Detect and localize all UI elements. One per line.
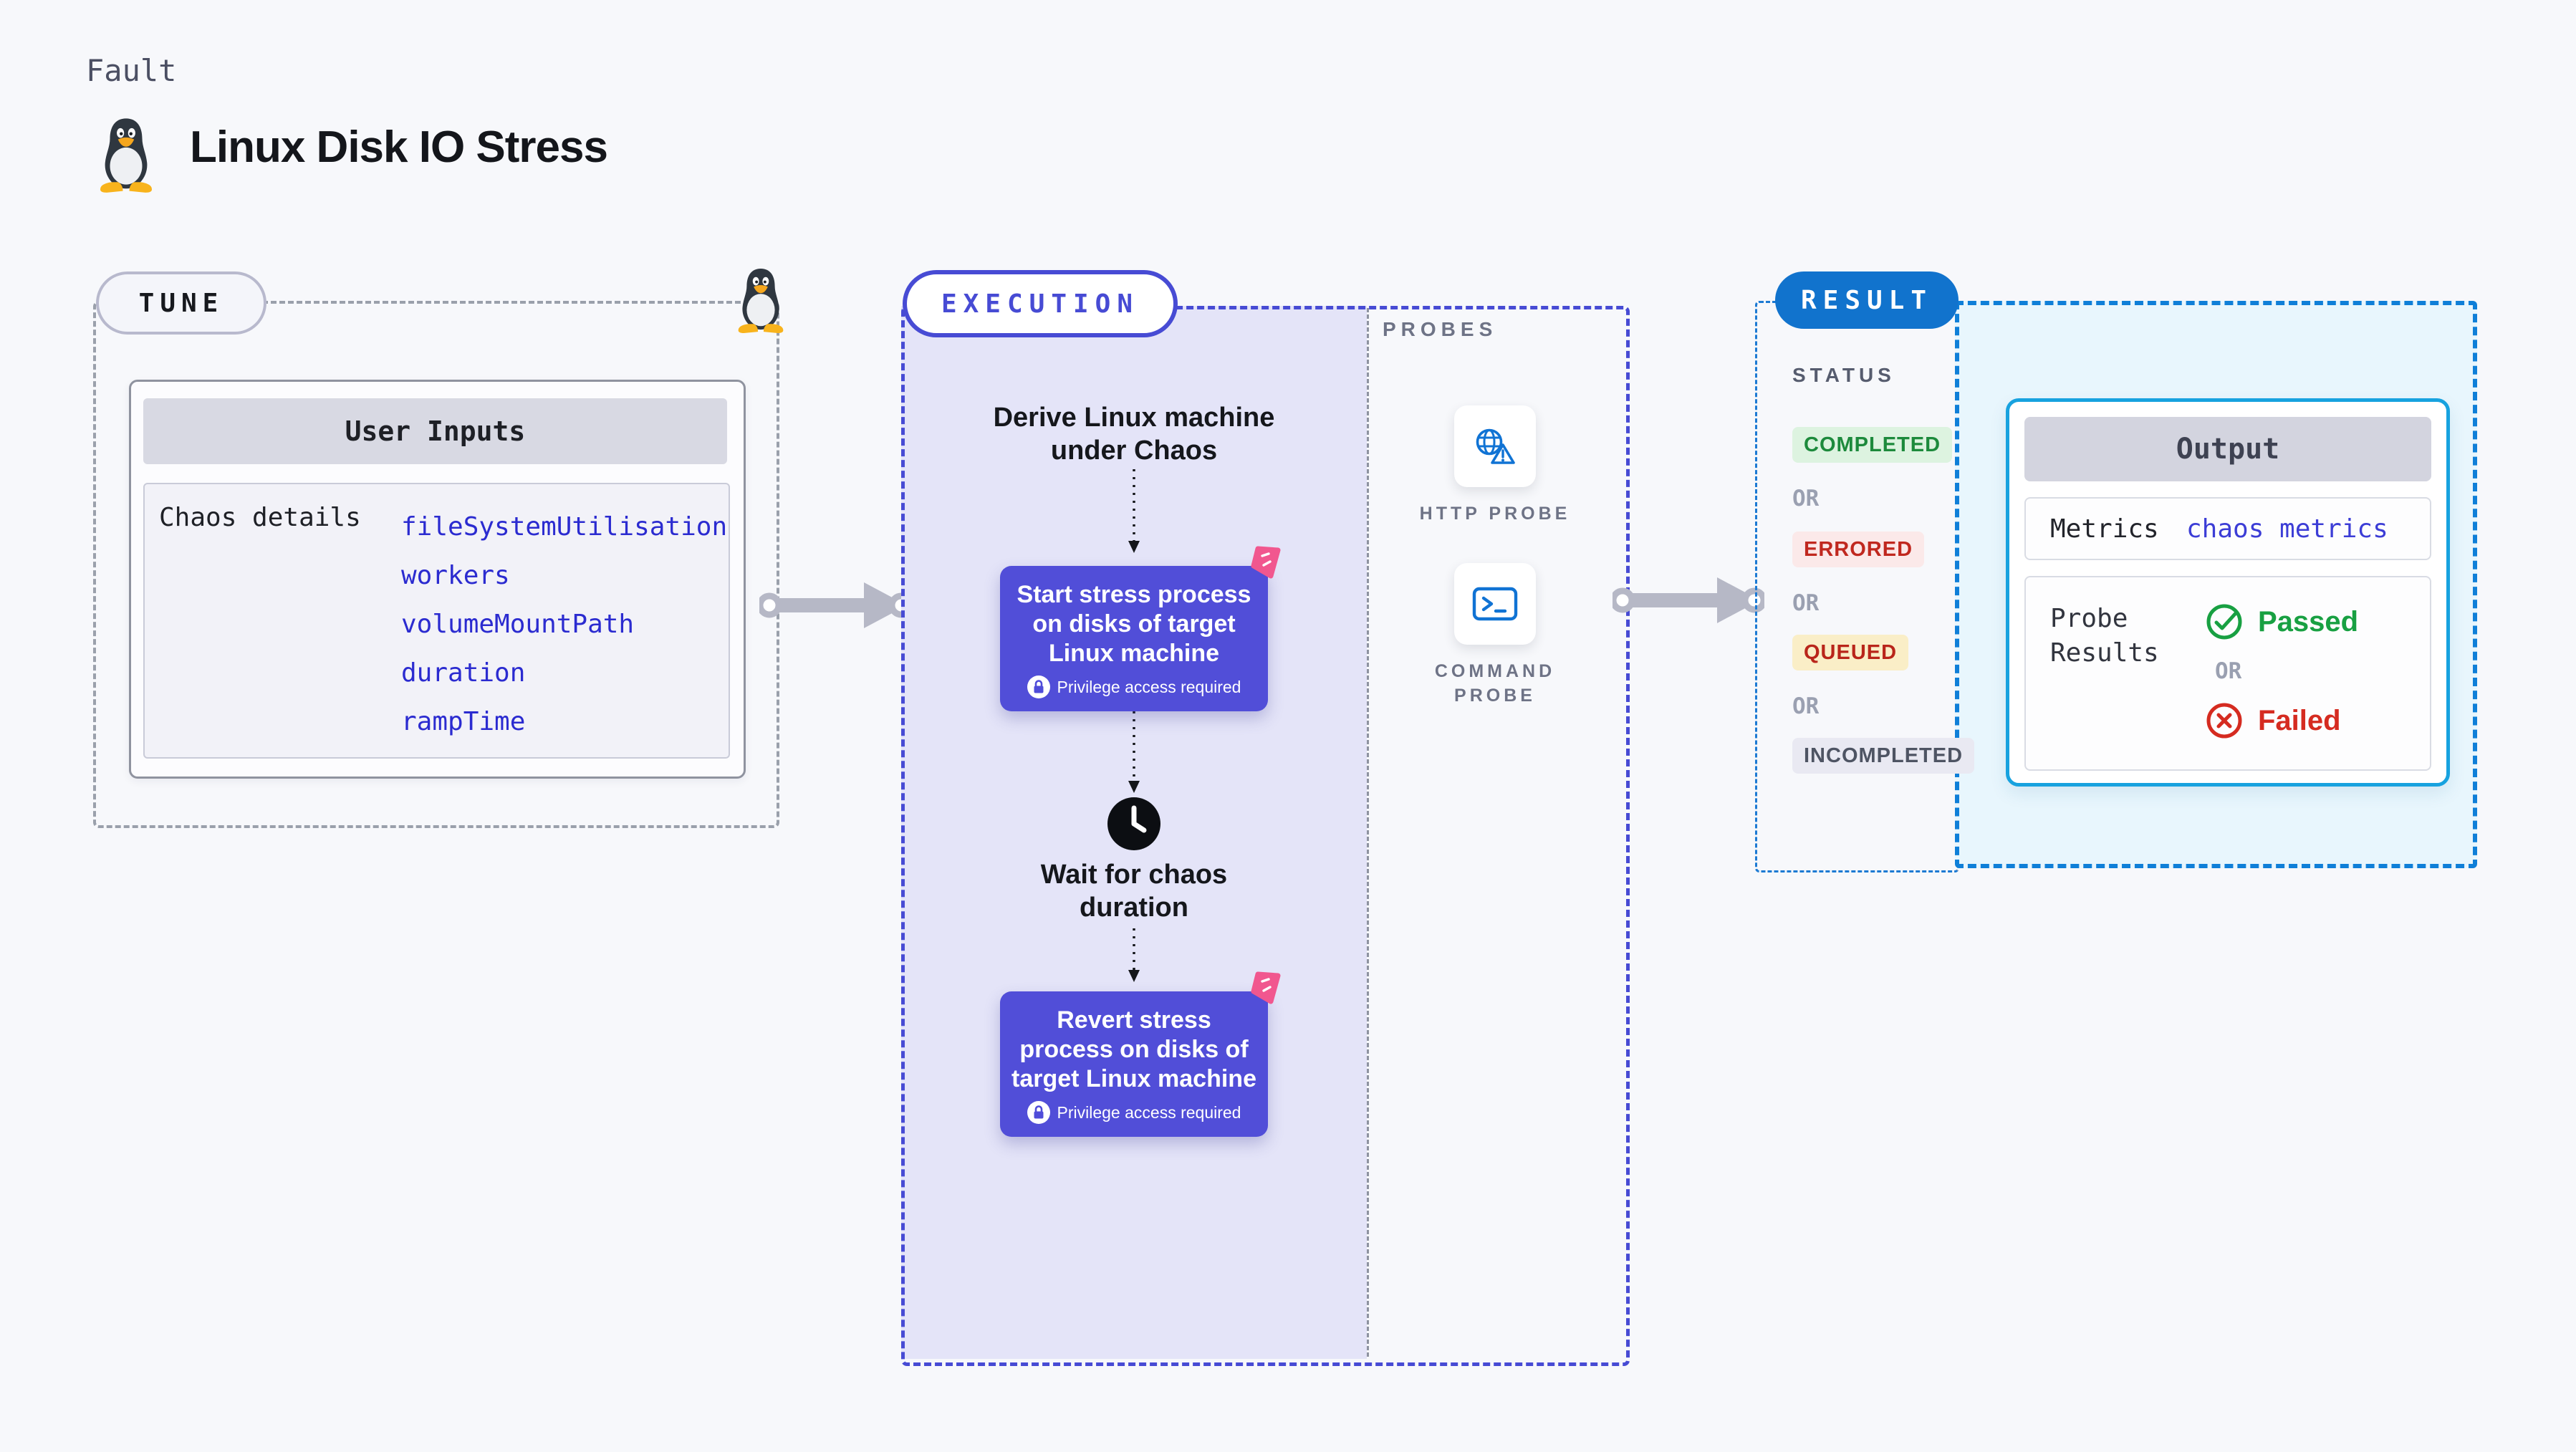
flow-arrow: [1128, 928, 1140, 982]
probes-title: PROBES: [1383, 318, 1498, 340]
connector-arrow: [1717, 577, 1760, 623]
metrics-label: Metrics: [2050, 514, 2159, 544]
wait-step-label: Wait for chaos duration: [1040, 860, 1228, 923]
status-title: STATUS: [1792, 364, 1895, 386]
probe-results-label: Probe Results: [2050, 604, 2159, 668]
derive-step-label: Derive Linux machine under Chaos: [993, 403, 1275, 466]
failed-verdict: Failed: [2205, 701, 2358, 740]
privilege-label: Privilege access required: [1057, 677, 1241, 696]
revert-stress-node: Revert stress process on disks of target…: [1000, 991, 1268, 1137]
failed-x-icon: [2206, 703, 2242, 739]
chaos-logo-icon: [1251, 546, 1281, 579]
execution-to-result-connector: [1613, 577, 1764, 623]
tune-badge: TUNE: [96, 271, 266, 335]
metrics-row: Metrics chaos metrics: [2024, 497, 2431, 560]
chaos-details-label: Chaos details: [159, 503, 361, 532]
or-separator: OR: [2215, 658, 2242, 684]
probe-results-row: Probe Results Passed OR Failed: [2024, 576, 2431, 771]
execution-badge: EXECUTION: [903, 270, 1178, 337]
passed-check-icon: [2206, 604, 2242, 640]
passed-verdict: Passed: [2205, 602, 2358, 641]
or-separator: OR: [1792, 486, 1820, 511]
param-link-duration[interactable]: duration: [401, 658, 526, 688]
terminal-icon: [1472, 587, 1518, 621]
command-probe-label: COMMAND PROBE: [1434, 661, 1556, 706]
param-list: fileSystemUtilisation workers volumeMoun…: [401, 503, 727, 746]
tux-penguin-icon: [738, 268, 784, 334]
chaos-logo-icon: [1251, 971, 1281, 1004]
param-link-workers[interactable]: workers: [401, 561, 510, 590]
status-badge-queued: QUEUED: [1792, 635, 1909, 670]
start-stress-node: Start stress process on disks of target …: [1000, 566, 1268, 711]
status-badge-completed: COMPLETED: [1792, 427, 1953, 463]
probes-divider: [1367, 308, 1369, 1357]
clock-icon: [1107, 797, 1160, 850]
param-link-filesystemutilisation[interactable]: fileSystemUtilisation: [401, 512, 728, 542]
output-header: Output: [2024, 417, 2431, 481]
privilege-label: Privilege access required: [1057, 1102, 1241, 1122]
http-probe-card: [1454, 405, 1536, 487]
flow-arrow: [1128, 469, 1140, 553]
revert-stress-label: Revert stress process on disks of target…: [1011, 1006, 1256, 1092]
user-inputs-header: User Inputs: [143, 398, 727, 464]
execution-section-box: [901, 306, 1630, 1366]
lock-icon: [1027, 675, 1050, 698]
start-stress-label: Start stress process on disks of target …: [1017, 581, 1251, 667]
lock-icon: [1027, 1101, 1050, 1124]
page-title: Linux Disk IO Stress: [190, 122, 608, 172]
param-link-volumemountpath[interactable]: volumeMountPath: [401, 610, 635, 639]
status-badge-errored: ERRORED: [1792, 532, 1925, 567]
result-badge: RESULT: [1775, 271, 1959, 329]
failed-label: Failed: [2258, 704, 2341, 736]
passed-label: Passed: [2258, 605, 2359, 638]
connector-arrow: [864, 582, 907, 628]
fault-kicker: Fault: [86, 53, 177, 88]
user-inputs-table: [143, 483, 730, 759]
chaos-metrics-link[interactable]: chaos metrics: [2186, 514, 2388, 544]
status-badge-incompleted: INCOMPLETED: [1792, 738, 1975, 774]
tux-penguin-icon: [100, 118, 152, 193]
command-probe-card: [1454, 563, 1536, 645]
tune-section-box: [93, 301, 779, 828]
flow-arrow: [1128, 703, 1140, 793]
or-separator: OR: [1792, 590, 1820, 616]
probe-verdicts: Passed OR Failed: [2205, 597, 2358, 745]
param-link-ramptime[interactable]: rampTime: [401, 707, 526, 736]
tune-to-execution-connector: [759, 582, 911, 628]
or-separator: OR: [1792, 693, 1820, 719]
globe-warning-icon: [1476, 428, 1515, 464]
http-probe-label: HTTP PROBE: [1419, 504, 1571, 524]
